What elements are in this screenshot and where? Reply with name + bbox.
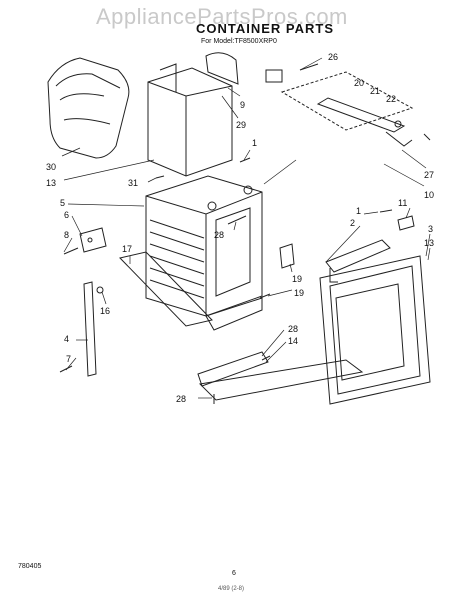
callout-label: 19 xyxy=(292,274,302,284)
callout-label: 11 xyxy=(398,198,407,208)
callout-label: 2 xyxy=(350,218,355,228)
door-frame-part xyxy=(319,255,431,405)
callout-label: 17 xyxy=(122,244,132,254)
callout-label: 13 xyxy=(46,178,56,188)
callout-label: 10 xyxy=(424,190,434,200)
callout-label: 14 xyxy=(288,336,298,346)
callout-label: 1 xyxy=(252,138,257,148)
callout-label: 28 xyxy=(176,394,186,404)
clip-part xyxy=(279,243,295,269)
callout-label: 3 xyxy=(428,224,433,234)
revision-code: 4/89 (2-8) xyxy=(218,586,245,592)
callout-label: 7 xyxy=(66,354,71,364)
document-number: 780405 xyxy=(18,563,42,570)
callout-label: 20 xyxy=(354,78,364,88)
callout-label: 27 xyxy=(424,170,434,180)
watermark: AppliancePartsPros.com xyxy=(96,4,348,29)
callout-label: 5 xyxy=(60,198,65,208)
toe-panel-part xyxy=(197,351,364,401)
callout-label: 13 xyxy=(424,238,434,248)
callout-label: 4 xyxy=(64,334,69,344)
liner-part xyxy=(147,52,239,177)
pedal-bracket-part xyxy=(265,63,414,147)
callout-label: 16 xyxy=(100,306,110,316)
door-handle-part xyxy=(325,239,391,283)
callout-label: 6 xyxy=(64,210,69,220)
callout-label: 22 xyxy=(386,94,396,104)
callout-label: 1 xyxy=(356,206,361,216)
callout-label: 29 xyxy=(236,120,246,130)
leader-lines xyxy=(61,57,431,399)
callout-label: 26 xyxy=(328,52,338,62)
screws xyxy=(59,133,431,404)
callout-label: 9 xyxy=(240,100,245,110)
callout-label: 28 xyxy=(288,324,298,334)
small-bracket-part xyxy=(397,215,415,231)
callout-label: 19 xyxy=(294,288,304,298)
diagram-title: CONTAINER PARTS xyxy=(196,21,335,36)
callout-label: 31 xyxy=(128,178,138,188)
trash-bag-part xyxy=(47,57,130,159)
container-body-part xyxy=(119,175,263,331)
hinge-plate-part xyxy=(79,227,107,253)
callout-label: 28 xyxy=(214,230,224,240)
callout-labels: 26 20 21 22 9 29 30 13 1 31 27 10 5 6 8 … xyxy=(46,52,434,404)
callout-label: 21 xyxy=(370,86,380,96)
side-rail-part xyxy=(83,281,104,377)
callout-label: 8 xyxy=(64,230,69,240)
page-number: 6 xyxy=(232,570,236,577)
model-subtitle: For Model:TF8500XRP0 xyxy=(201,38,277,45)
callout-label: 30 xyxy=(46,162,56,172)
